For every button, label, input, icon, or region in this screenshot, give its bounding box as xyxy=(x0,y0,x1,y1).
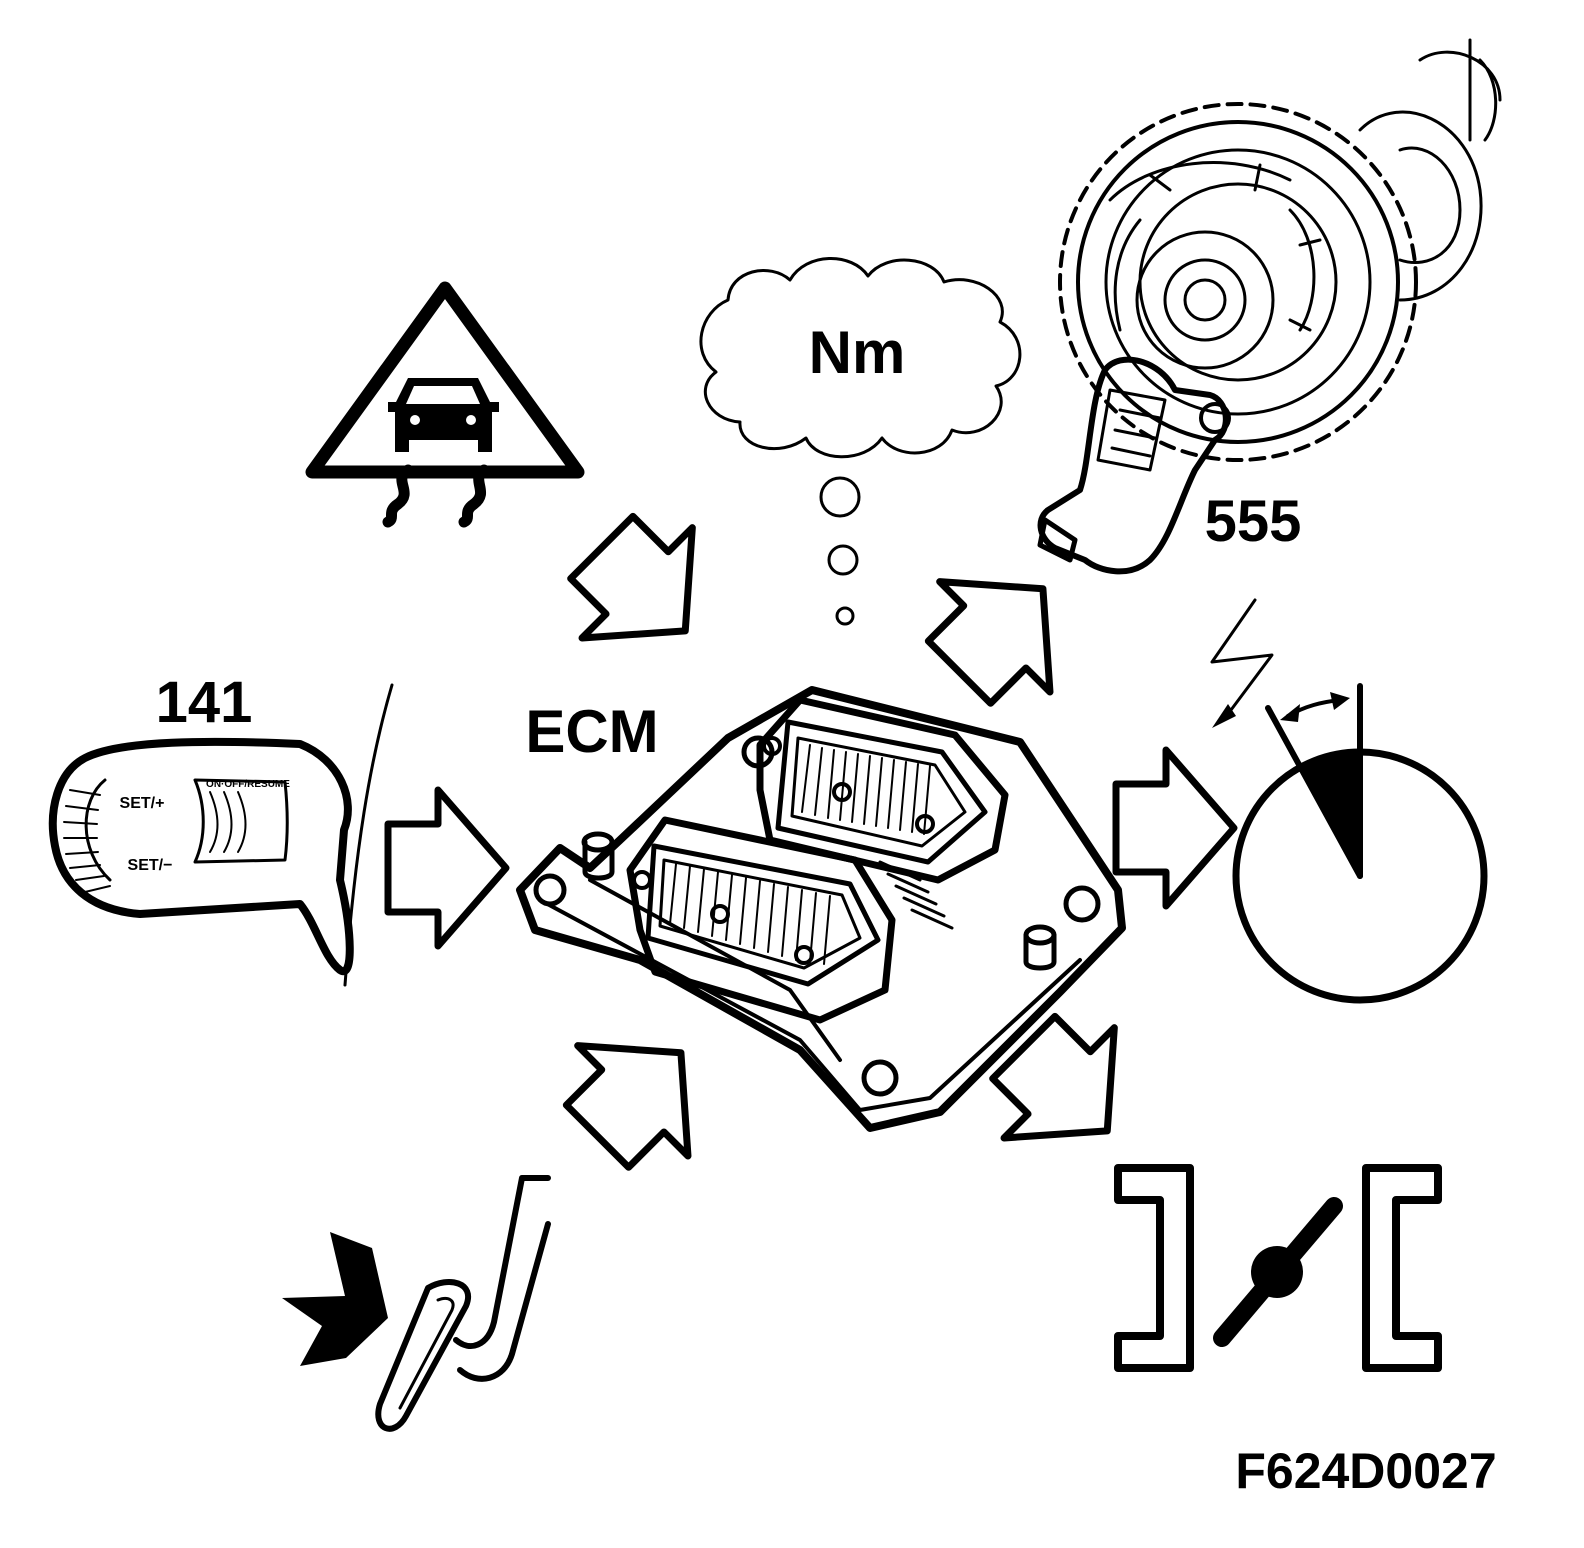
cruise-switch-number: 141 xyxy=(156,670,253,735)
figure-code: F624D0027 xyxy=(1235,1443,1496,1499)
camshaft-gear-icon: 555 xyxy=(1037,38,1502,575)
arrow-output-right xyxy=(1112,746,1238,910)
ignition-timing-icon xyxy=(1210,598,1488,1004)
set-plus-label: SET/+ xyxy=(120,795,165,812)
ecm-unit: ECM xyxy=(516,686,1126,1132)
set-minus-label: SET/− xyxy=(128,857,173,874)
arrow-input-left xyxy=(384,786,510,950)
arrow-output-bottom xyxy=(989,1012,1118,1142)
accelerator-pedal-icon xyxy=(282,1175,551,1432)
torque-label: Nm xyxy=(809,319,906,386)
throttle-valve-icon xyxy=(1114,1164,1442,1372)
ecm-label: ECM xyxy=(525,698,658,765)
arrow-input-bottom xyxy=(562,1042,692,1171)
torque-thought-cloud: Nm xyxy=(699,257,1022,626)
camshaft-sensor-number: 555 xyxy=(1205,489,1302,554)
cruise-control-switch-icon: 141 SET/+ SET/− ON·OFF/RESUME xyxy=(48,670,394,987)
traction-control-warning-icon xyxy=(305,281,585,528)
arrow-output-top xyxy=(924,578,1054,707)
arrow-input-top xyxy=(567,512,696,642)
resume-label: ON·OFF/RESUME xyxy=(206,779,290,790)
